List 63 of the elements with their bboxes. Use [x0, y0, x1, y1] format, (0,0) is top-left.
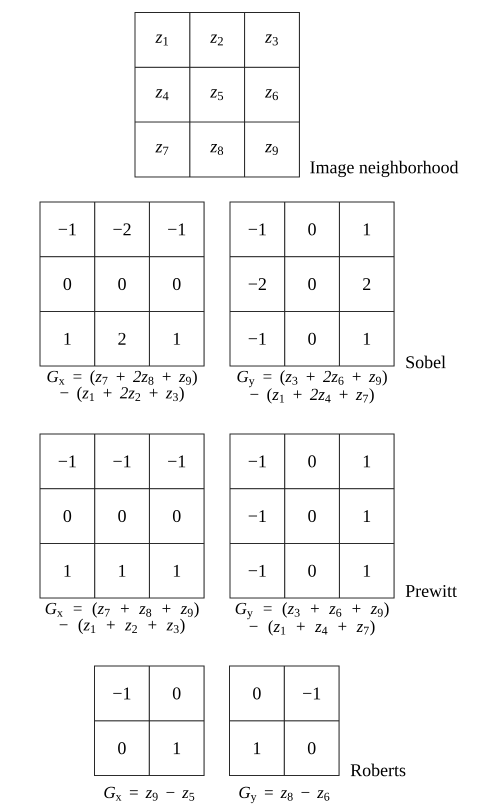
grid-cell: −1	[230, 310, 286, 367]
grid-cell: −2	[94, 202, 150, 258]
formula-text: G$_{y}$ = (z$_{3}$ + 2z$_{6}$ + z$_{9}$) − (z$_{1}$ + 2z$_{4}$ + z$_{7}$)	[237, 370, 387, 404]
grid-cell: −1	[40, 434, 96, 490]
grid-cell: 2	[338, 256, 395, 312]
method-label: Prewitt	[406, 584, 457, 598]
grid-cell: −1	[230, 202, 286, 258]
grid-cell: z$_{1}$	[134, 12, 190, 68]
grid-cell: 0	[284, 256, 340, 312]
grid-cell: z$_{7}$	[134, 122, 190, 178]
grid-cell: z$_{9}$	[244, 122, 300, 178]
grid-cell: −1	[40, 202, 96, 258]
grid-cell: 0	[284, 202, 340, 258]
grid-cell: 0	[284, 542, 340, 599]
grid-cell: 1	[40, 310, 96, 367]
grid-cell: 0	[284, 720, 340, 776]
grid-cell: −1	[148, 434, 205, 490]
grid-cell: −1	[94, 434, 150, 490]
grid-cell: 1	[148, 542, 205, 599]
formula-text: G$_{y}$ = z$_{8}$ − z$_{6}$	[239, 786, 330, 804]
grid-cell: 0	[148, 488, 205, 544]
grid-cell: −2	[230, 256, 286, 312]
grid-cell: 0	[284, 310, 340, 367]
grid-cell: z$_{8}$	[189, 122, 246, 178]
method-label: Sobel	[406, 356, 446, 368]
grid-cell: 1	[338, 542, 395, 599]
grid-cell: 1	[338, 434, 395, 490]
grid-cell: −1	[230, 434, 286, 490]
grid-cell: z$_{3}$	[244, 12, 300, 68]
grid-cell: 0	[40, 256, 96, 312]
grid-cell: 0	[284, 488, 340, 544]
grid-cell: −1	[94, 666, 150, 722]
grid-cell: z$_{2}$	[189, 12, 246, 68]
grid-cell: z$_{4}$	[134, 66, 190, 123]
grid-cell: 0	[94, 256, 150, 312]
formula-text: G$_{x}$ = z$_{9}$ − z$_{5}$	[104, 786, 194, 801]
grid-cell: 1	[94, 542, 150, 599]
grid-cell: 0	[94, 488, 150, 544]
grid-cell: −1	[230, 488, 286, 544]
grid-cell: 0	[40, 488, 96, 544]
grid-cell: 1	[338, 202, 395, 258]
method-label: Roberts	[350, 764, 406, 776]
grid-cell: 0	[148, 256, 205, 312]
grid-cell: 1	[148, 720, 205, 776]
grid-cell: 1	[148, 310, 205, 367]
caption-text: Image neighborhood	[310, 160, 458, 178]
grid-cell: 0	[94, 720, 150, 776]
grid-cell: 1	[338, 488, 395, 544]
grid-cell: 2	[94, 310, 150, 367]
formula-text: G$_{x}$ = (z$_{7}$ + 2z$_{8}$ + z$_{9}$) − (z$_{1}$ + 2z$_{2}$ + z$_{3}$)	[47, 370, 197, 402]
grid-cell: z$_{5}$	[189, 66, 246, 123]
grid-cell: −1	[230, 542, 286, 599]
grid-cell: 0	[148, 666, 205, 722]
grid-cell: 0	[284, 434, 340, 490]
formula-text: G$_{x}$ = (z$_{7}$ + z$_{8}$ + z$_{9}$) − (z$_{1}$ + z$_{2}$ + z$_{3}$)	[46, 602, 199, 634]
grid-cell: −1	[148, 202, 205, 258]
grid-cell: −1	[284, 666, 340, 722]
formula-text: G$_{y}$ = (z$_{3}$ + z$_{6}$ + z$_{9}$) − (z$_{1}$ + z$_{4}$ + z$_{7}$)	[236, 602, 389, 636]
grid-cell: 1	[40, 542, 96, 599]
grid-cell: z$_{6}$	[244, 66, 300, 123]
grid-cell: 1	[229, 720, 285, 776]
grid-cell: 0	[229, 666, 285, 722]
grid-cell: 1	[338, 310, 395, 367]
